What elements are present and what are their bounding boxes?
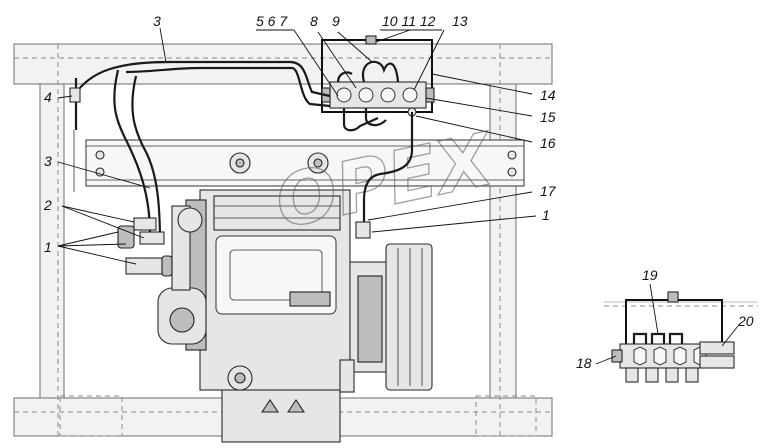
frame-rail-right [489, 83, 517, 399]
valve-block-bracket [321, 39, 433, 113]
callout-5-6-7: 5 6 7 [256, 13, 288, 29]
oil-pan [221, 385, 341, 443]
fitting-1-left [125, 257, 163, 275]
callout-1-left: 1 [44, 239, 52, 255]
callout-8: 8 [310, 13, 318, 29]
pipe-3-lower [113, 69, 152, 235]
valve-block-icon [336, 87, 418, 103]
callout-3-left: 3 [44, 153, 52, 169]
fitting-4 [69, 87, 81, 103]
inset-bracket [625, 299, 723, 349]
callout-19: 19 [642, 267, 658, 283]
callout-17: 17 [540, 183, 557, 199]
mounting-beam [85, 139, 525, 187]
shift-rod [339, 359, 355, 393]
callout-9: 9 [332, 13, 340, 29]
pipework [69, 60, 414, 245]
callout-14: 14 [540, 87, 556, 103]
leader-lines [57, 27, 739, 365]
pipe-3-upper [73, 60, 331, 98]
fitting-2-lower [139, 231, 165, 245]
inset-fitting-20 [699, 341, 735, 355]
callout-15: 15 [540, 109, 556, 125]
callout-10-11-12: 10 11 12 [382, 13, 436, 29]
callout-labels: 3 4 3 2 1 5 6 7 8 9 10 11 12 13 14 15 16… [43, 13, 754, 371]
fitting-1-right [355, 221, 371, 239]
output-flange [385, 243, 433, 391]
callout-3-top: 3 [153, 13, 161, 29]
callout-18: 18 [576, 355, 592, 371]
gearbox-assembly [157, 189, 433, 443]
frame-crossmember-top [13, 43, 553, 85]
beam-body [85, 139, 525, 187]
valve-block [321, 35, 435, 132]
callout-4: 4 [44, 89, 52, 105]
callout-20: 20 [737, 313, 754, 329]
fitting-2-upper [133, 217, 157, 231]
gearbox-fittings [117, 217, 371, 277]
pipe-17 [362, 112, 414, 226]
detail-inset [604, 291, 758, 383]
watermark-text: OPEX [268, 116, 503, 244]
pipe-2-lower [131, 75, 162, 245]
pipe-2-upper [125, 66, 331, 108]
callout-13: 13 [452, 13, 468, 29]
callout-2: 2 [43, 197, 52, 213]
frame-rail-left [39, 83, 65, 399]
callout-16: 16 [540, 135, 556, 151]
callout-1-right: 1 [542, 207, 550, 223]
